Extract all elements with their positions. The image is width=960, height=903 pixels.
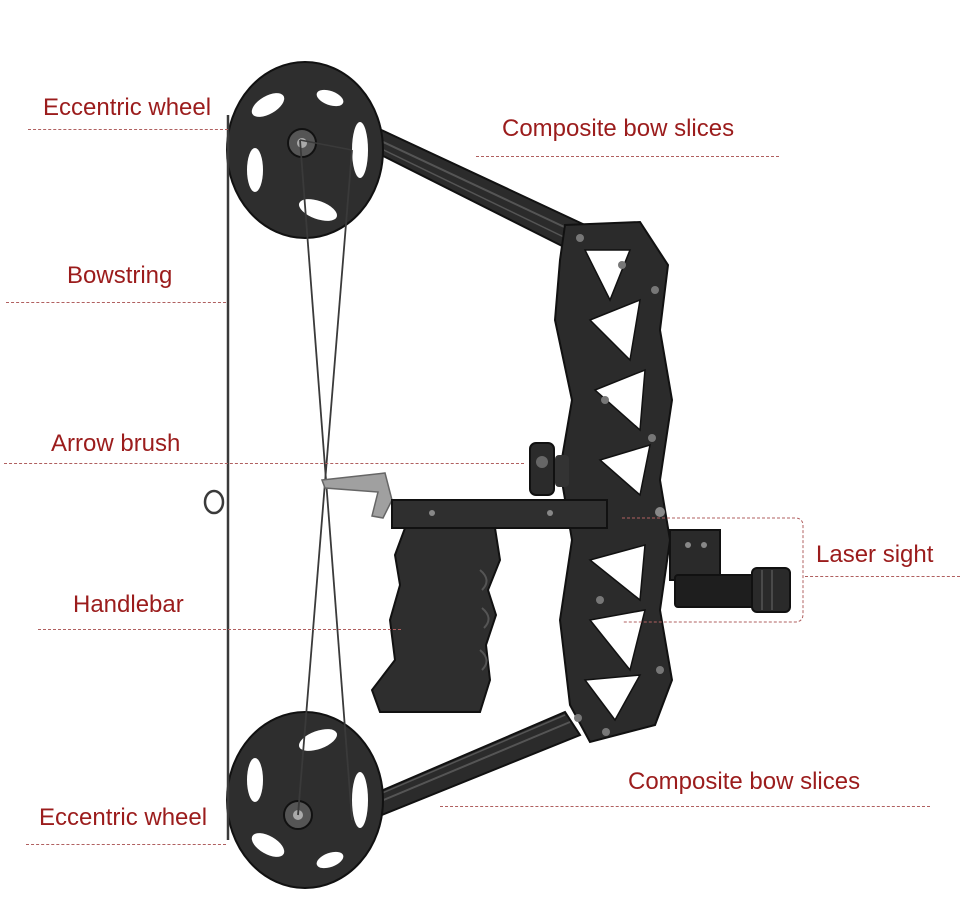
upper-eccentric-wheel [226, 61, 384, 239]
leader-line-eccentric-wheel-top [28, 129, 228, 130]
handle-grip [370, 527, 502, 713]
laser-sight [669, 529, 791, 613]
arrow-shelf [320, 472, 608, 529]
leader-line-laser-sight [805, 576, 960, 577]
laser-sight-callout [622, 517, 804, 623]
label-arrow-brush: Arrow brush [51, 430, 181, 457]
label-eccentric-wheel-top: Eccentric wheel [43, 94, 212, 121]
leader-line-composite-bow-slices-bottom [440, 806, 930, 807]
leader-line-eccentric-wheel-bottom [26, 844, 226, 845]
label-composite-bow-slices-top: Composite bow slices [502, 115, 735, 142]
label-bowstring: Bowstring [67, 262, 173, 289]
leader-line-handlebar [38, 629, 401, 630]
arrow-brush [529, 442, 569, 496]
label-eccentric-wheel-bottom: Eccentric wheel [39, 804, 208, 831]
leader-line-composite-bow-slices-top [476, 156, 779, 157]
label-handlebar: Handlebar [73, 591, 184, 618]
riser [553, 220, 674, 744]
label-composite-bow-slices-bottom: Composite bow slices [628, 768, 861, 795]
label-laser-sight: Laser sight [816, 541, 934, 568]
leader-line-arrow-brush [4, 463, 524, 464]
leader-line-bowstring [6, 302, 226, 303]
lower-eccentric-wheel [226, 711, 384, 889]
